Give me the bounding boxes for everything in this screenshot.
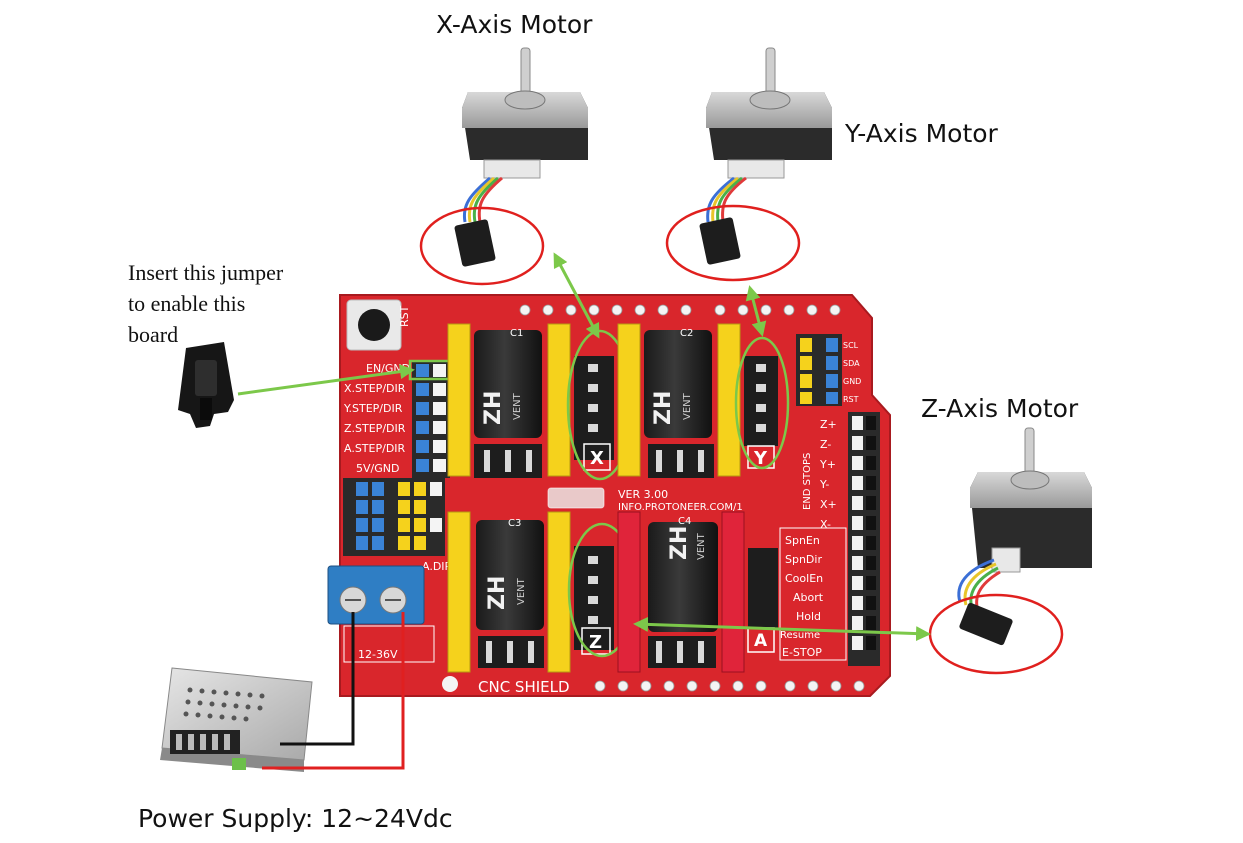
left-pin-label-0: X.STEP/DIR (344, 382, 406, 395)
i2c-header: SCL SDA GND RST (796, 334, 861, 406)
power-in-label: 12-36V (358, 648, 398, 661)
red-wire (262, 612, 405, 770)
i2c-label-2: GND (843, 377, 861, 386)
cap-c2-series: VENT (682, 392, 693, 420)
board-name-label: CNC SHIELD (478, 678, 570, 696)
left-pin-label-2: Z.STEP/DIR (344, 422, 406, 435)
jumper-arrow (237, 364, 415, 396)
power-supply (160, 667, 313, 772)
x-axis-motor (419, 47, 588, 286)
jumper-instruction-line-3: board (128, 322, 178, 347)
z-axis-motor (928, 427, 1092, 675)
url-label: INFO.PROTONEER.COM/1 (618, 502, 743, 513)
endstop-label-5: X- (820, 518, 831, 531)
io-label-2: CoolEn (785, 572, 823, 585)
io-label-4: Hold (796, 610, 821, 623)
cap-c4-brand: ZH (667, 526, 692, 560)
endstop-label-2: Y+ (819, 458, 836, 471)
io-label-1: SpnDir (785, 553, 822, 566)
microstep-jumper-block (343, 478, 445, 556)
cap-c3-brand: ZH (485, 576, 510, 610)
slot-z-label: Z (589, 632, 602, 653)
left-pin-label-1: Y.STEP/DIR (343, 402, 403, 415)
power-supply-label: Power Supply: 12~24Vdc (138, 804, 453, 833)
fuse (547, 487, 605, 509)
slot-y-label: Y (753, 448, 768, 469)
slot-x-label: X (590, 448, 604, 469)
slot-a-label: A (754, 631, 768, 651)
jumper-instruction-line-2: to enable this (128, 291, 245, 316)
driver-slot-y: C2 ZH VENT Y (617, 323, 790, 478)
cap-c3-label: C3 (508, 518, 521, 529)
x-connection-arrow (553, 252, 600, 339)
endstop-label-3: Y- (819, 478, 829, 491)
cap-c1-brand: ZH (481, 391, 506, 425)
io-label-5: Resume (780, 630, 820, 641)
version-label: VER 3.00 (618, 488, 668, 501)
y-connection-arrow (745, 285, 767, 337)
z-axis-motor-label: Z-Axis Motor (921, 394, 1079, 423)
cap-c4-series: VENT (696, 532, 707, 560)
jumper-cap (178, 342, 234, 428)
end-stops-label: END STOPS (802, 453, 813, 510)
x-axis-motor-label: X-Axis Motor (436, 10, 593, 39)
y-axis-motor (665, 47, 832, 282)
i2c-label-1: SDA (843, 359, 860, 368)
cap-c3-series: VENT (516, 577, 527, 605)
left-pin-label-4: 5V/GND (356, 462, 399, 475)
i2c-label-3: RST (843, 395, 859, 404)
z-connection-arrow (633, 616, 931, 642)
i2c-label-0: SCL (843, 341, 859, 350)
jumper-instruction-line-1: Insert this jumper (128, 260, 284, 285)
y-axis-motor-label: Y-Axis Motor (844, 119, 999, 148)
driver-slot-x: C1 ZH VENT X (447, 323, 634, 481)
y-connector-highlight (665, 204, 801, 282)
a-dir-label: A.DIR (422, 560, 453, 573)
cap-c2-brand: ZH (651, 391, 676, 425)
endstop-label-0: Z+ (820, 418, 837, 431)
black-wire (280, 612, 355, 746)
io-label-0: SpnEn (785, 534, 820, 547)
cap-c4-label: C4 (678, 516, 691, 527)
endstop-label-4: X+ (820, 498, 837, 511)
power-terminal: 12-36V (327, 565, 435, 663)
x-connector-highlight (419, 206, 545, 286)
bottom-header-pins (594, 680, 865, 692)
endstop-io-header (848, 412, 880, 666)
cap-c1-series: VENT (512, 392, 523, 420)
driver-slot-z: C3 ZH VENT Z (447, 511, 637, 673)
cap-c2-label: C2 (680, 328, 693, 339)
cnc-shield-board: RST EN/GND X.STEP/DIR Y.STEP/DIR Z.STEP/… (327, 294, 891, 697)
y-header-highlight (734, 336, 790, 470)
left-signal-header (408, 359, 460, 478)
io-label-6: E-STOP (782, 646, 822, 659)
io-label-3: Abort (793, 591, 824, 604)
cap-c1-label: C1 (510, 328, 523, 339)
left-pin-label-3: A.STEP/DIR (344, 442, 406, 455)
driver-slot-a: C4 ZH VENT A (617, 511, 778, 673)
reset-label: RST (398, 305, 411, 327)
endstop-label-1: Z- (820, 438, 831, 451)
